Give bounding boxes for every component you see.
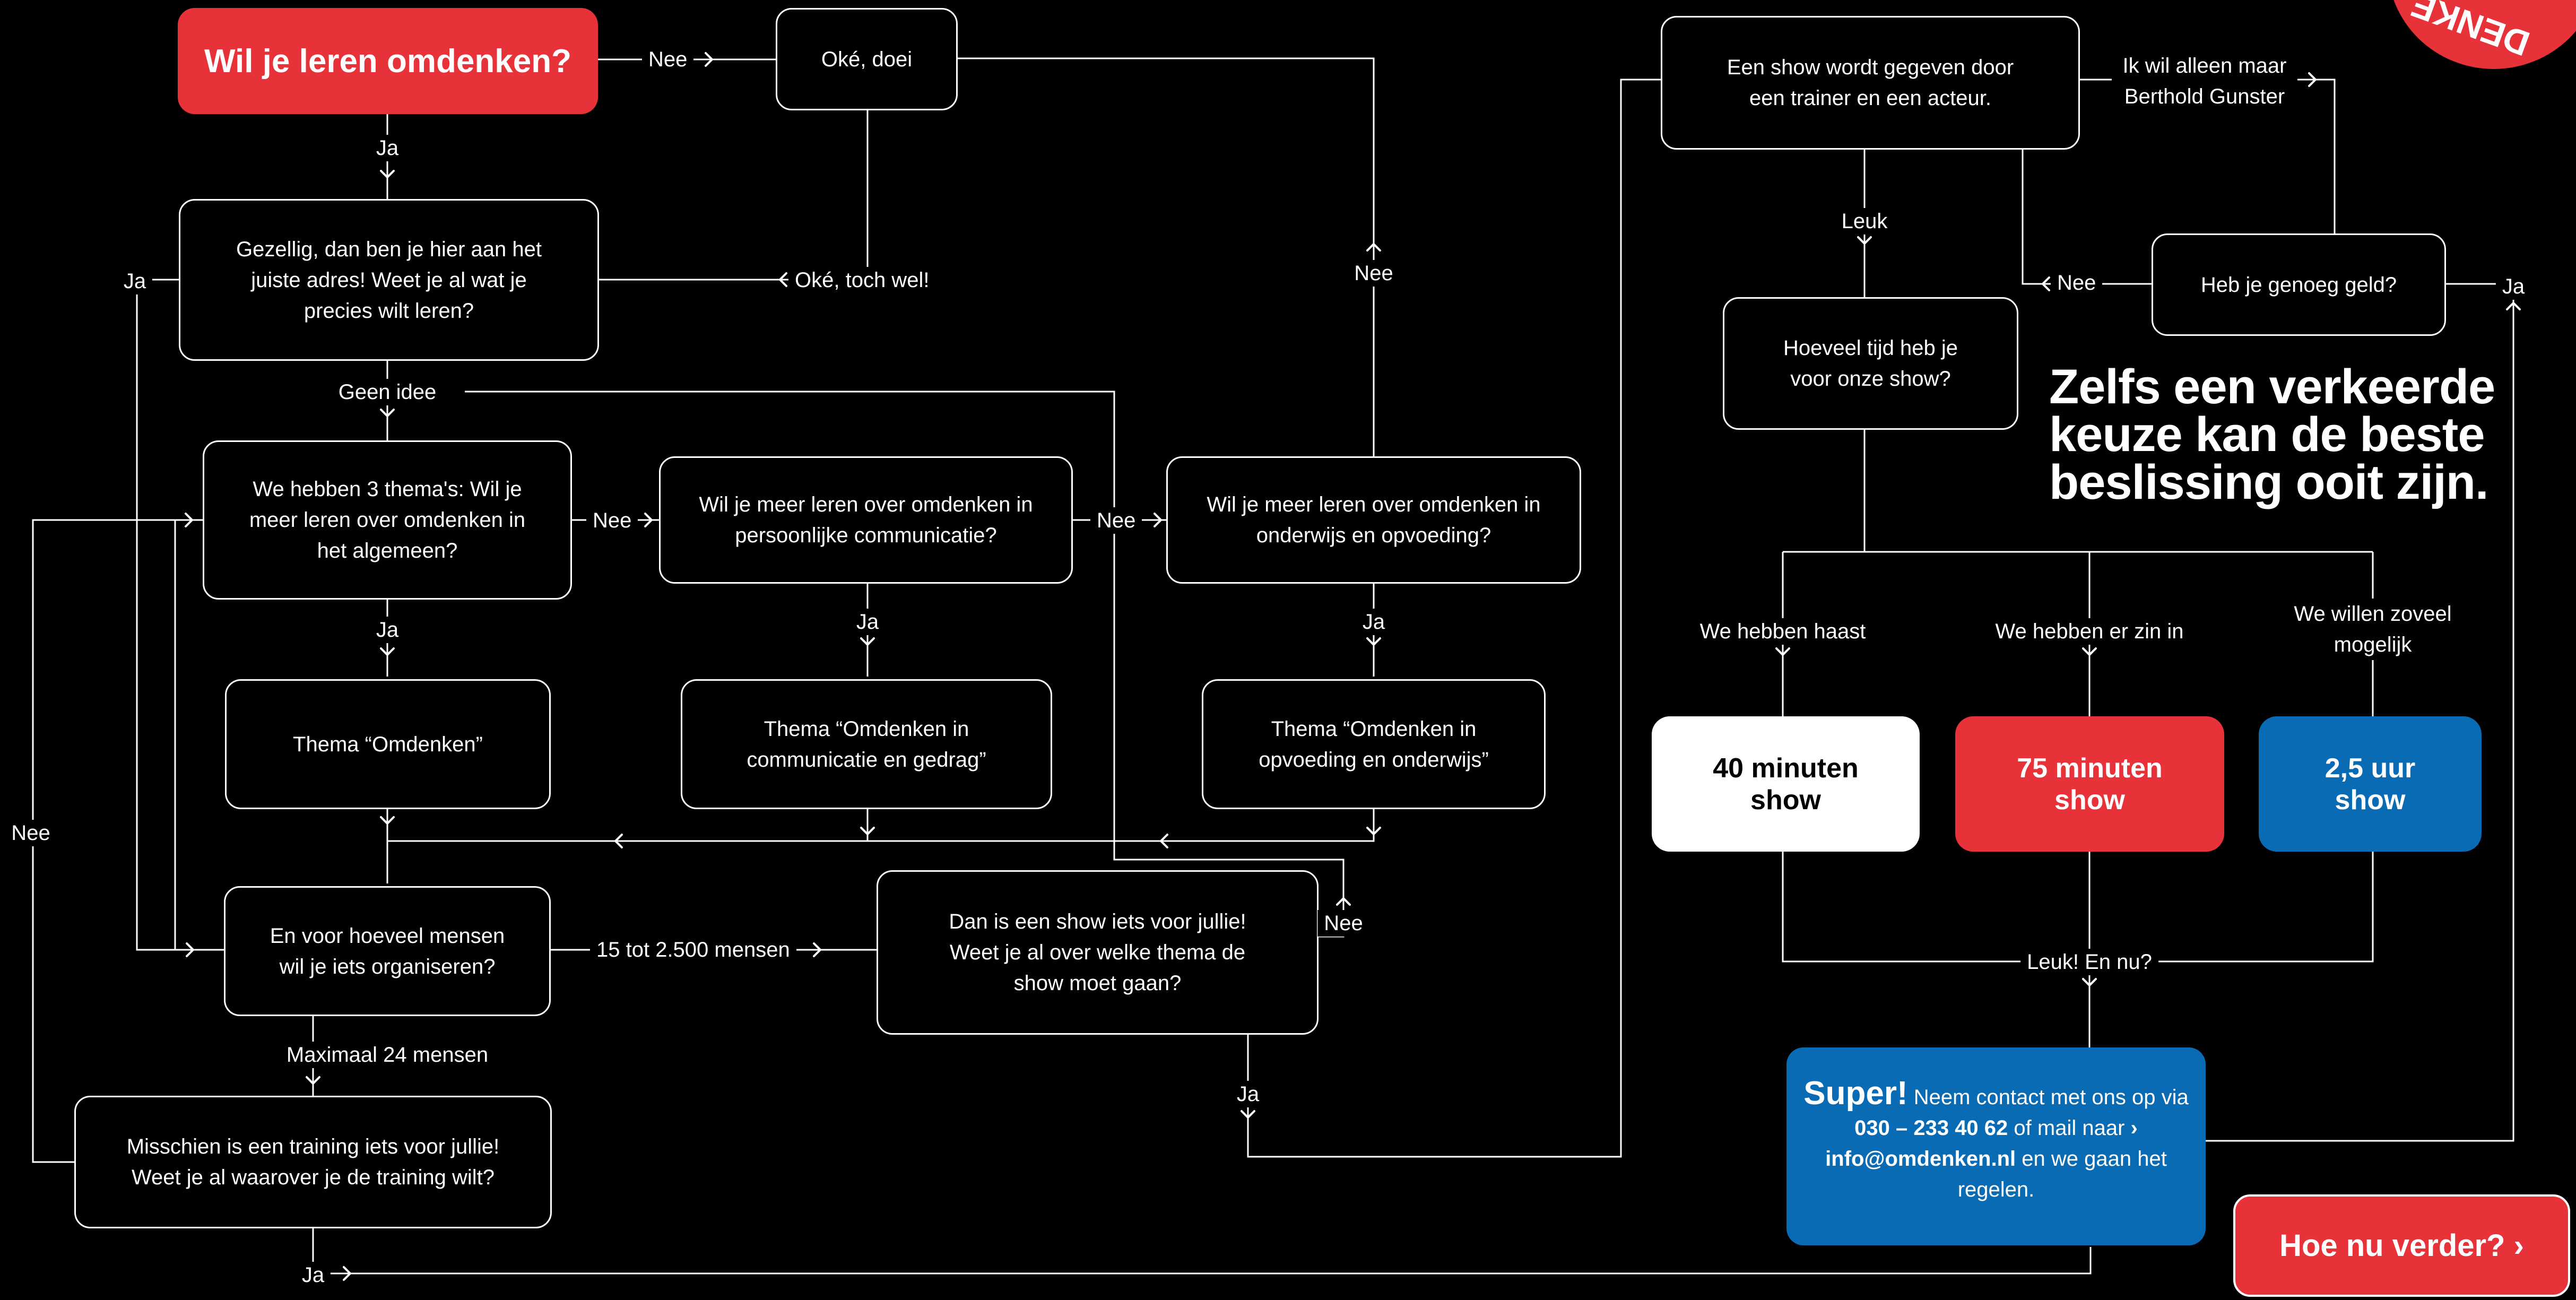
thema-communicatie-box: Thema “Omdenken in communicatie en gedra… <box>681 679 1052 809</box>
slogan: Zelfs een verkeerde keuze kan de beste b… <box>2049 360 2495 509</box>
show-voor-jullie-box: Dan is een show iets voor jullie! Weet j… <box>877 870 1319 1035</box>
trainer-acteur-box: Een show wordt gegeven door een trainer … <box>1661 16 2080 150</box>
contact-super: Super! <box>1803 1075 1908 1112</box>
label-aantal-show: 15 tot 2.500 mensen <box>590 937 796 963</box>
label-ja-left: Ja <box>117 268 153 294</box>
contact-line1: Neem contact met ons op via <box>1913 1086 2189 1109</box>
show-75-minuten[interactable]: 75 minuten show <box>1955 716 2224 852</box>
label-ja-onderwijs: Ja <box>1356 609 1392 635</box>
label-nee: Nee <box>642 46 694 73</box>
label-nee-show: Nee <box>1317 910 1369 937</box>
label-zin-in: We hebben er zin in <box>1989 618 2190 645</box>
label-haast: We hebben haast <box>1693 618 1872 645</box>
contact-email[interactable]: info@omdenken.nl <box>1825 1147 2016 1171</box>
oke-doei-box: Oké, doei <box>776 8 958 110</box>
label-ja-show: Ja <box>1230 1081 1266 1107</box>
chevron-right-icon: › <box>2130 1116 2138 1140</box>
show-40-label: 40 minuten show <box>1713 752 1859 816</box>
contact-phone[interactable]: 030 – 233 40 62 <box>1854 1116 2008 1140</box>
contact-line3: en we gaan het regelen. <box>1957 1147 2167 1201</box>
label-nee-geld: Nee <box>2051 270 2103 296</box>
label-aantal-training: Maximaal 24 mensen <box>280 1042 495 1068</box>
label-nee-right: Nee <box>1348 260 1400 287</box>
label-nee-persoonlijk: Nee <box>1090 507 1142 534</box>
hoe-nu-verder-button[interactable]: Hoe nu verder? › <box>2233 1194 2570 1297</box>
start-question: Wil je leren omdenken? <box>178 8 598 114</box>
contact-box: Super! Neem contact met ons op via 030 –… <box>1786 1047 2206 1245</box>
show-75-label: 75 minuten show <box>2017 752 2163 816</box>
gezellig-box: Gezellig, dan ben je hier aan het juiste… <box>179 199 599 361</box>
onderwijs-box: Wil je meer leren over omdenken in onder… <box>1166 456 1581 584</box>
contact-line2: of mail naar <box>2014 1116 2125 1140</box>
label-leuk-en-nu: Leuk! En nu? <box>2020 949 2158 975</box>
label-nee-themas: Nee <box>586 507 638 534</box>
genoeg-geld-box: Heb je genoeg geld? <box>2152 233 2446 336</box>
hoeveel-mensen-box: En voor hoeveel mensen wil je iets organ… <box>224 886 551 1016</box>
thema-omdenken-box: Thema “Omdenken” <box>225 679 551 809</box>
label-geen-idee: Geen idee <box>332 379 443 405</box>
label-leuk: Leuk <box>1835 208 1894 235</box>
themas-box: We hebben 3 thema's: Wil je meer leren o… <box>203 440 572 600</box>
label-oke-toch-wel: Oké, toch wel! <box>788 267 936 293</box>
hoeveel-tijd-box: Hoeveel tijd heb je voor onze show? <box>1723 297 2018 430</box>
show-2-5-uur[interactable]: 2,5 uur show <box>2259 716 2482 852</box>
label-ja-persoonlijk: Ja <box>849 609 886 635</box>
show-40-minuten[interactable]: 40 minuten show <box>1652 716 1920 852</box>
label-zoveel: We willen zoveel mogelijk <box>2293 599 2452 660</box>
show-25-label: 2,5 uur show <box>2325 752 2416 816</box>
label-alleen-berthold: Ik wil alleen maar Berthold Gunster <box>2112 50 2297 112</box>
thema-opvoeding-box: Thema “Omdenken in opvoeding en onderwij… <box>1202 679 1546 809</box>
training-box: Misschien is een training iets voor jull… <box>74 1096 552 1228</box>
label-ja-themas: Ja <box>369 617 405 643</box>
label-ja-geld: Ja <box>2495 273 2531 300</box>
label-ja: Ja <box>369 135 405 161</box>
label-ja-training: Ja <box>295 1262 331 1288</box>
hoe-nu-verder-label: Hoe nu verder? › <box>2279 1228 2524 1263</box>
persoonlijk-box: Wil je meer leren over omdenken in perso… <box>659 456 1073 584</box>
label-nee-outer: Nee <box>5 820 57 846</box>
